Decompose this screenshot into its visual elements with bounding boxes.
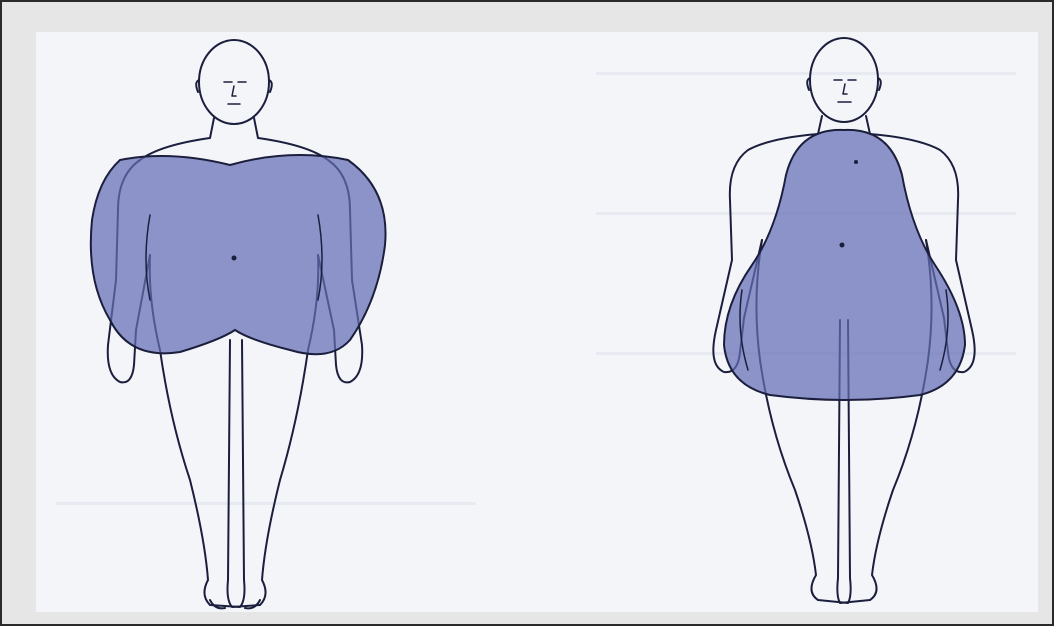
pear-shape-figure xyxy=(713,38,974,603)
left-head xyxy=(199,40,269,124)
right-chest-mark xyxy=(854,160,858,164)
right-face xyxy=(834,80,856,102)
left-face xyxy=(224,82,246,104)
left-navel xyxy=(232,256,237,261)
apple-fat-region xyxy=(91,155,386,354)
right-navel xyxy=(840,243,845,248)
right-head xyxy=(810,38,878,122)
pear-fat-region xyxy=(724,130,965,400)
apple-shape-figure xyxy=(91,40,386,608)
